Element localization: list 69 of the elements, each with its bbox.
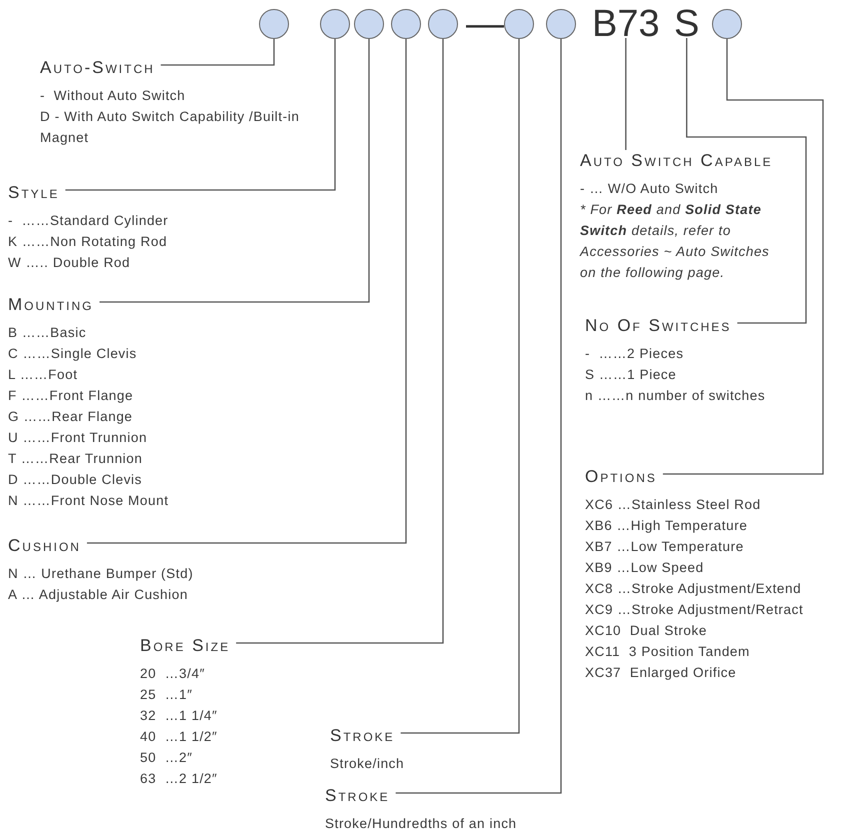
option-text: T ……Rear Trunnion [8,450,144,468]
leader-line [100,39,370,303]
code-slot-circle [504,9,534,39]
option-text: XC6 …Stainless Steel Rod [585,496,762,514]
section-heading: No Of Switches [585,315,732,337]
leader-line [625,38,626,150]
code-slot-circle [259,9,289,39]
note-text: * For Reed and Solid State Switch details, refer to Accessories ~ Auto Switches on the following page. [580,201,770,282]
code-slot-circle [428,9,458,39]
option-text: 25 …1″ [140,686,194,704]
section-heading: Options [585,466,657,488]
option-text: 32 …1 1/4″ [140,707,218,725]
leader-line [396,39,562,794]
code-letters: S [674,4,700,44]
option-text: - Without Auto Switch [40,87,186,105]
code-letters: B73 [592,4,660,44]
section-heading: Auto Switch Capable [580,150,773,172]
option-text: XB6 …High Temperature [585,517,748,535]
option-text: L ……Foot [8,366,79,384]
section-heading: Stroke [325,785,390,807]
option-text: - … W/O Auto Switch [580,180,720,198]
option-text: B ……Basic [8,324,88,342]
option-text: D ……Double Clevis [8,471,143,489]
option-text: XC11 3 Position Tandem [585,643,751,661]
option-text: W ….. Double Rod [8,254,132,272]
section-heading: Style [8,182,60,204]
option-text: N ……Front Nose Mount [8,492,170,510]
leader-line [236,39,444,644]
leader-line [400,39,520,734]
option-text: C ……Single Clevis [8,345,138,363]
section-heading: Mounting [8,294,94,316]
option-text: XC10 Dual Stroke [585,622,708,640]
option-text: G ……Rear Flange [8,408,134,426]
section-heading: Auto-Switch [40,57,155,79]
option-text: K ……Non Rotating Rod [8,233,168,251]
leader-line [86,39,407,544]
code-slot-circle [391,9,421,39]
option-text: Stroke/Hundredths of an inch [325,815,518,833]
leader-line [160,39,275,66]
option-text: XB9 …Low Speed [585,559,705,577]
option-text: n ……n number of switches [585,387,766,405]
code-slot-circle [320,9,350,39]
option-text: U ……Front Trunnion [8,429,148,447]
leader-line [686,38,807,324]
option-text: 63 …2 1/2″ [140,770,218,788]
code-slot-circle [546,9,576,39]
code-slot-circle [354,9,384,39]
option-text: F ……Front Flange [8,387,134,405]
option-text: Stroke/inch [330,755,406,773]
option-text: A … Adjustable Air Cushion [8,586,189,604]
option-text: XC9 …Stroke Adjustment/Retract [585,601,804,619]
option-text: 50 …2″ [140,749,194,767]
option-text: - ……2 Pieces [585,345,685,363]
section-heading: Stroke [330,725,395,747]
section-heading: Cushion [8,535,81,557]
code-separator: — [466,4,504,44]
option-text: XC37 Enlarged Orifice [585,664,738,682]
code-slot-circle [712,9,742,39]
option-text: N … Urethane Bumper (Std) [8,565,194,583]
leader-line [65,39,336,191]
leader-line [662,39,824,475]
option-text: D - With Auto Switch Capability /Built-in Magnet [40,108,300,147]
option-text: 40 …1 1/2″ [140,728,218,746]
option-text: - ……Standard Cylinder [8,212,170,230]
option-text: XC8 …Stroke Adjustment/Extend [585,580,802,598]
option-text: XB7 …Low Temperature [585,538,745,556]
option-text: S ……1 Piece [585,366,678,384]
option-text: 20 …3/4″ [140,665,206,683]
section-heading: Bore Size [140,635,230,657]
